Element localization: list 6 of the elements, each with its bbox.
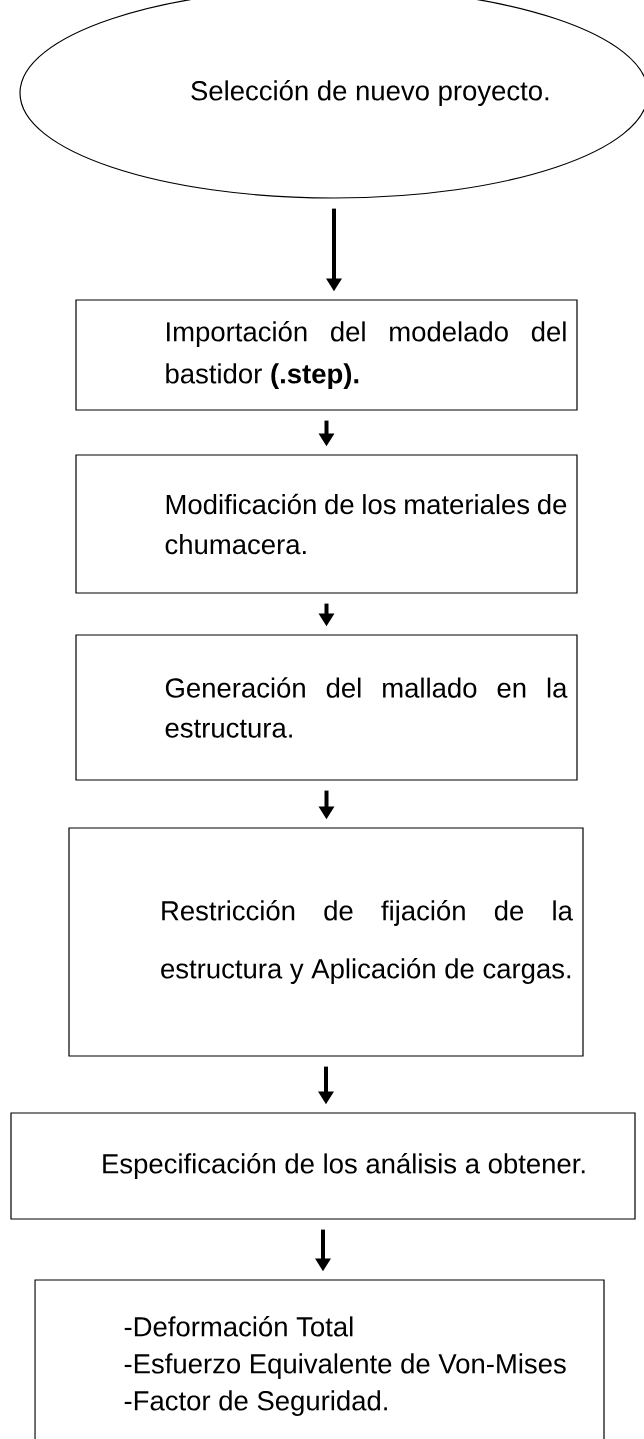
process-box: Generación del mallado en la estructura.	[75, 634, 578, 781]
process-box: Modificación de los materiales de chumacera.	[75, 454, 578, 594]
process-box: -Deformación Total -Esfuerzo Equivalente de Von-Mises -Factor de Seguridad.	[34, 1279, 605, 1439]
process-box: Especificación de los análisis a obtener.	[10, 1112, 636, 1220]
process-box: Restricción de fijación de la estructura y Aplicación de cargas.	[68, 827, 584, 1057]
process-box: Importación del modelado del bastidor (.step).	[75, 299, 578, 411]
